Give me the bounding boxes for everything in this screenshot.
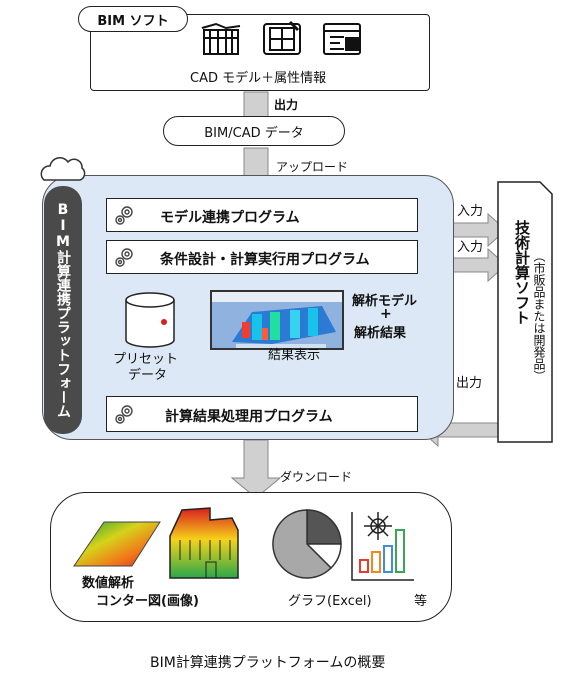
analysis-screen (210, 290, 344, 350)
input-label-1: 入力 (457, 204, 484, 219)
model-link-program-label: モデル連携プログラム (160, 210, 300, 226)
upload-label: アップロード (276, 160, 349, 174)
platform-title-bar: BIM計算連携プラットフォーム (44, 186, 82, 434)
contour-label-line1: 数値解析 (82, 576, 135, 591)
graph-label: グラフ(Excel) (288, 594, 372, 609)
gear-icon (112, 244, 138, 270)
etc-label: 等 (414, 594, 428, 609)
figure-caption: BIM計算連携プラットフォームの概要 (150, 655, 386, 671)
analysis-label-line2: 解析結果 (354, 326, 407, 341)
output-label: 出力 (274, 98, 299, 112)
analysis-label-line1: 解析モデル (352, 294, 418, 309)
bim-cad-data-pill: BIM/CAD データ (163, 116, 345, 146)
result-processing-program (106, 396, 418, 432)
gear-icon (112, 401, 138, 427)
bim-soft-caption: CAD モデル＋属性情報 (190, 71, 327, 86)
contour-label-line2: コンター図(画像) (96, 594, 199, 609)
tech-soft-title: 技術計算ソフト (513, 220, 531, 325)
condition-calc-program (106, 240, 418, 274)
result-processing-program-label: 計算結果処理用プログラム (165, 409, 333, 425)
bim-soft-tag: BIM ソフト (78, 6, 188, 32)
download-label: ダウンロード (280, 470, 353, 484)
output-label-right: 出力 (456, 376, 483, 391)
model-link-program (106, 198, 418, 232)
preset-label-line2: データ (128, 368, 168, 383)
gear-icon (112, 202, 138, 228)
result-display-label: 結果表示 (268, 348, 321, 363)
preset-label-line1: プリセット (113, 352, 179, 367)
input-label-2: 入力 (457, 240, 484, 255)
analysis-label-plus: + (380, 306, 392, 322)
tech-soft-note: （市販品または開発品） (532, 250, 546, 382)
condition-calc-program-label: 条件設計・計算実行用プログラム (160, 252, 370, 268)
platform-title: BIM計算連携プラットフォーム (55, 202, 71, 418)
